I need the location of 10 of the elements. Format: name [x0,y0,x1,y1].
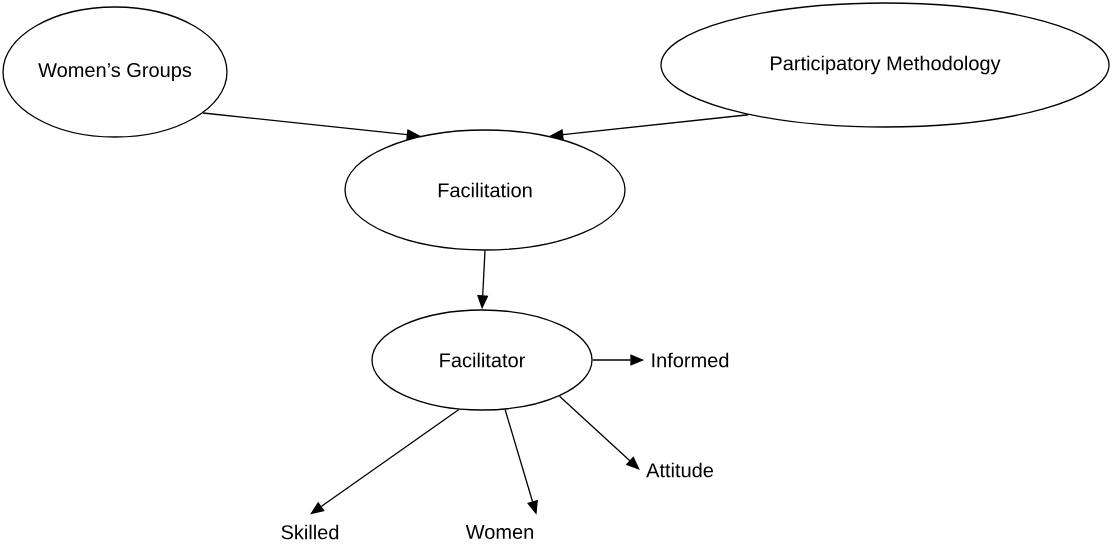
ellipse-node: Facilitator [371,309,593,411]
outcome-label: Skilled [281,524,339,540]
outcome-label: Women [465,525,533,539]
arrow [310,408,460,515]
arrow [558,395,640,470]
outcome-label: Attitude [646,462,713,478]
ellipse-node: Participatory Methodology [660,2,1110,128]
ellipse-node: Facilitation [344,129,626,251]
ellipse-node: Women’s Groups [2,6,228,138]
outcome-label: Informed [652,352,729,368]
